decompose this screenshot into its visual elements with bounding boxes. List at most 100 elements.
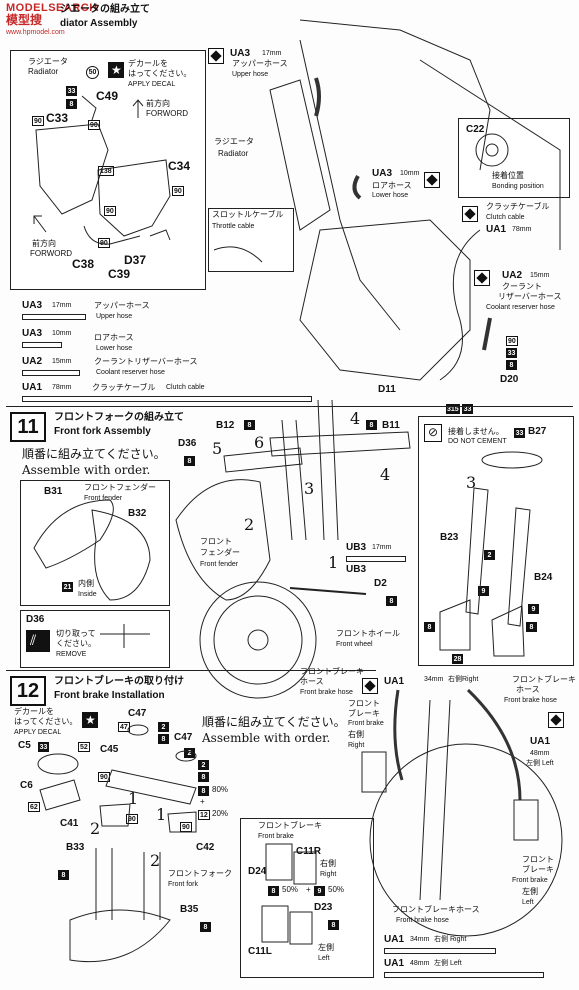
inside-jp: 内側 [78, 579, 94, 588]
part-ub3a: UB3 [346, 542, 367, 553]
order-jp: 順番に組み立てください。 [22, 447, 166, 461]
left-en: Left [318, 955, 330, 962]
pct-50b: 50% [328, 885, 345, 894]
step-title-jp: フロントフォークの組み立て [54, 412, 184, 423]
hose-scale-bar [346, 556, 406, 562]
part-badge: 9 [314, 886, 325, 896]
fender-en: Front fender [84, 495, 123, 502]
legend-jp: クラッチケーブル [92, 383, 156, 392]
c45-bar [105, 769, 197, 805]
front-dir-jp-2: 前方向 [32, 239, 56, 248]
cut-jp-2: ください。 [56, 639, 96, 648]
hose2-jp-2: ホース [516, 685, 540, 694]
part-badge: 2 [484, 550, 495, 560]
brake-pad-detail-box [240, 818, 374, 978]
order-num: 1 [128, 789, 139, 808]
hose-marker-icon [548, 712, 564, 728]
brake-r-jp-3: 右側 [348, 730, 364, 739]
no-cement-icon: ⊘ [424, 424, 442, 442]
legend-code: UA2 [22, 356, 43, 367]
part-badge: 8 [366, 420, 377, 430]
part-badge: 8 [526, 622, 537, 632]
order-en: Assemble with order. [202, 731, 331, 745]
part-c47b: C47 [174, 732, 193, 743]
legend-len: 10mm [52, 330, 72, 337]
inside-en: Inside [78, 591, 97, 598]
order-num: 4 [350, 409, 361, 428]
wheel-jp: フロントホイール [336, 629, 400, 638]
caliper-right [361, 751, 387, 793]
order-num: 2 [90, 819, 101, 838]
part-badge: 2 [184, 748, 195, 758]
leg1-len: 34mm [410, 936, 430, 943]
part-badge: 52 [78, 742, 90, 752]
brake-r-jp-2: ブレーキ [348, 709, 380, 718]
part-badge: 8 [244, 420, 255, 430]
part-d11: D11 [378, 384, 396, 395]
part-badge: 9 [528, 604, 539, 614]
right-jp: 右側 [320, 859, 336, 868]
legend-len: 15mm [52, 358, 72, 365]
part-c47a: C47 [128, 708, 147, 719]
order-num: 2 [150, 851, 161, 870]
part-d2: D2 [374, 578, 387, 589]
legend-en: Upper hose [96, 313, 133, 320]
part-c39: C39 [108, 267, 131, 281]
ua3-lower-jp: ロアホース [372, 181, 412, 190]
legend-code: UA1 [22, 382, 43, 393]
part-badge: 2 [158, 722, 169, 732]
part-c42: C42 [196, 842, 215, 853]
front-dir-en: FORWORD [146, 109, 189, 118]
brake-r-en-2: Right [348, 742, 365, 749]
radiator2-jp: ラジエータ [214, 137, 254, 146]
hose3-jp: フロントブレーキホース [392, 905, 480, 914]
decal-en: APPLY DECAL [128, 81, 176, 88]
part-b12: B12 [216, 420, 235, 431]
part-b32: B32 [128, 508, 147, 519]
front-wheel [199, 581, 317, 699]
leg1-code: UA1 [384, 934, 405, 945]
part-b23: B23 [440, 532, 459, 543]
order-num: 5 [212, 439, 223, 458]
hose-marker-icon [462, 206, 478, 222]
step-number: 12 [10, 676, 46, 706]
leg1-jp: 右側 [434, 935, 448, 943]
hose-scale-bar [22, 370, 80, 376]
brake-l-jp-1: フロント [522, 855, 554, 864]
part-badge: 50 [86, 66, 99, 79]
clutch-jp: クラッチケーブル [486, 202, 550, 211]
watermark: MODELSEARCH [6, 2, 98, 14]
part-d36: D36 [178, 438, 197, 449]
part-badge: 90 [180, 822, 192, 832]
part-b27: B27 [528, 426, 547, 437]
c5-cap [37, 753, 79, 775]
pct-50a: 50% [282, 885, 299, 894]
hose-jp-1: フロントブレーキ [300, 667, 364, 676]
order-num: 1 [328, 553, 339, 572]
part-d37: D37 [124, 253, 147, 267]
ua1-right-side-jp: 左側 [526, 759, 540, 767]
ua1-top-len: 34mm [424, 676, 444, 683]
axle-ub3 [289, 587, 367, 595]
plus-sign: + [306, 885, 311, 894]
ua2-len: 15mm [530, 272, 550, 279]
legend-len: 17mm [52, 302, 72, 309]
fork-tube-left [95, 848, 113, 920]
cut-icon: ⫽ [26, 630, 50, 652]
hose3-en: Front brake hose [396, 917, 449, 924]
ua2-en: Coolant reserver hose [486, 304, 555, 311]
part-c11l: C11L [248, 946, 272, 957]
plus-sign: + [200, 797, 205, 806]
hose2-en: Front brake hose [504, 697, 557, 704]
ub3a-len: 17mm [372, 544, 392, 551]
hose-marker-icon [474, 270, 490, 286]
ua3-upper-en: Upper hose [232, 71, 269, 78]
part-badge: 12 [198, 810, 210, 820]
fork-right [317, 399, 339, 541]
part-badge: 90 [506, 336, 518, 346]
order-num: 6 [254, 433, 265, 452]
order-jp: 順番に組み立てください。 [202, 715, 346, 729]
cut-en: REMOVE [56, 651, 87, 658]
part-badge: 138 [98, 166, 114, 176]
